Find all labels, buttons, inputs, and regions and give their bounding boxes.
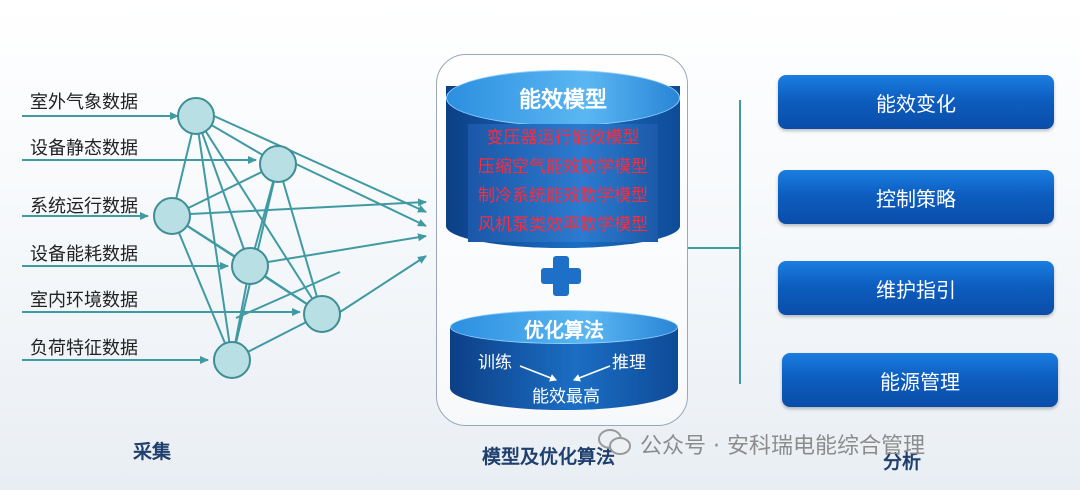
algorithm-train-label: 训练: [478, 353, 512, 373]
model-list-panel: 变压器运行能效模型 压缩空气能效数学模型 制冷系统能效数学模型 风机泵类效率数学…: [468, 124, 658, 242]
input-label-equipment-energy: 设备能耗数据: [30, 244, 138, 265]
output-connector: [688, 100, 741, 384]
output-button-control-strategy[interactable]: 控制策略: [778, 170, 1054, 224]
plus-icon: [541, 256, 581, 296]
algorithm-result-label: 能效最高: [532, 387, 600, 407]
network-node-3: [153, 197, 191, 235]
energy-model-cylinder: 能效模型 变压器运行能效模型 压缩空气能效数学模型 制冷系统能效数学模型 风机泵…: [446, 70, 680, 248]
wechat-icon: [598, 429, 631, 455]
model-item-transformer: 变压器运行能效模型: [486, 128, 640, 148]
input-label-outdoor-weather: 室外气象数据: [30, 92, 138, 113]
model-item-refrigeration: 制冷系统能效数学模型: [478, 186, 648, 206]
output-button-maintenance-guide[interactable]: 维护指引: [778, 261, 1054, 315]
input-label-load-characteristics: 负荷特征数据: [30, 338, 138, 359]
network-node-4: [231, 247, 269, 285]
watermark-text: 公众号 · 安科瑞电能综合管理: [640, 434, 925, 459]
algorithm-cylinder: 优化算法: [450, 310, 678, 410]
model-item-fan-pump: 风机泵类效率数学模型: [478, 215, 648, 235]
section-label-analysis: 分析: [883, 451, 922, 473]
network-node-2: [259, 145, 297, 183]
algorithm-infer-label: 推理: [612, 353, 646, 373]
model-item-compressed-air: 压缩空气能效数学模型: [478, 157, 648, 177]
input-label-indoor-environment: 室内环境数据: [30, 290, 138, 311]
output-button-energy-management[interactable]: 能源管理: [782, 353, 1058, 407]
energy-model-title: 能效模型: [518, 88, 607, 113]
algorithm-title: 优化算法: [524, 318, 604, 342]
section-label-collection: 采集: [133, 441, 172, 463]
algorithm-top: [450, 310, 678, 344]
input-label-system-operation: 系统运行数据: [30, 196, 138, 217]
input-label-equipment-static: 设备静态数据: [30, 138, 138, 159]
model-arrows: [189, 115, 427, 313]
output-button-efficiency-change[interactable]: 能效变化: [778, 75, 1054, 129]
network-node-1: [177, 97, 215, 135]
network-node-5: [303, 295, 341, 333]
network-node-6: [213, 341, 251, 379]
section-label-model-algorithm: 模型及优化算法: [482, 446, 616, 468]
